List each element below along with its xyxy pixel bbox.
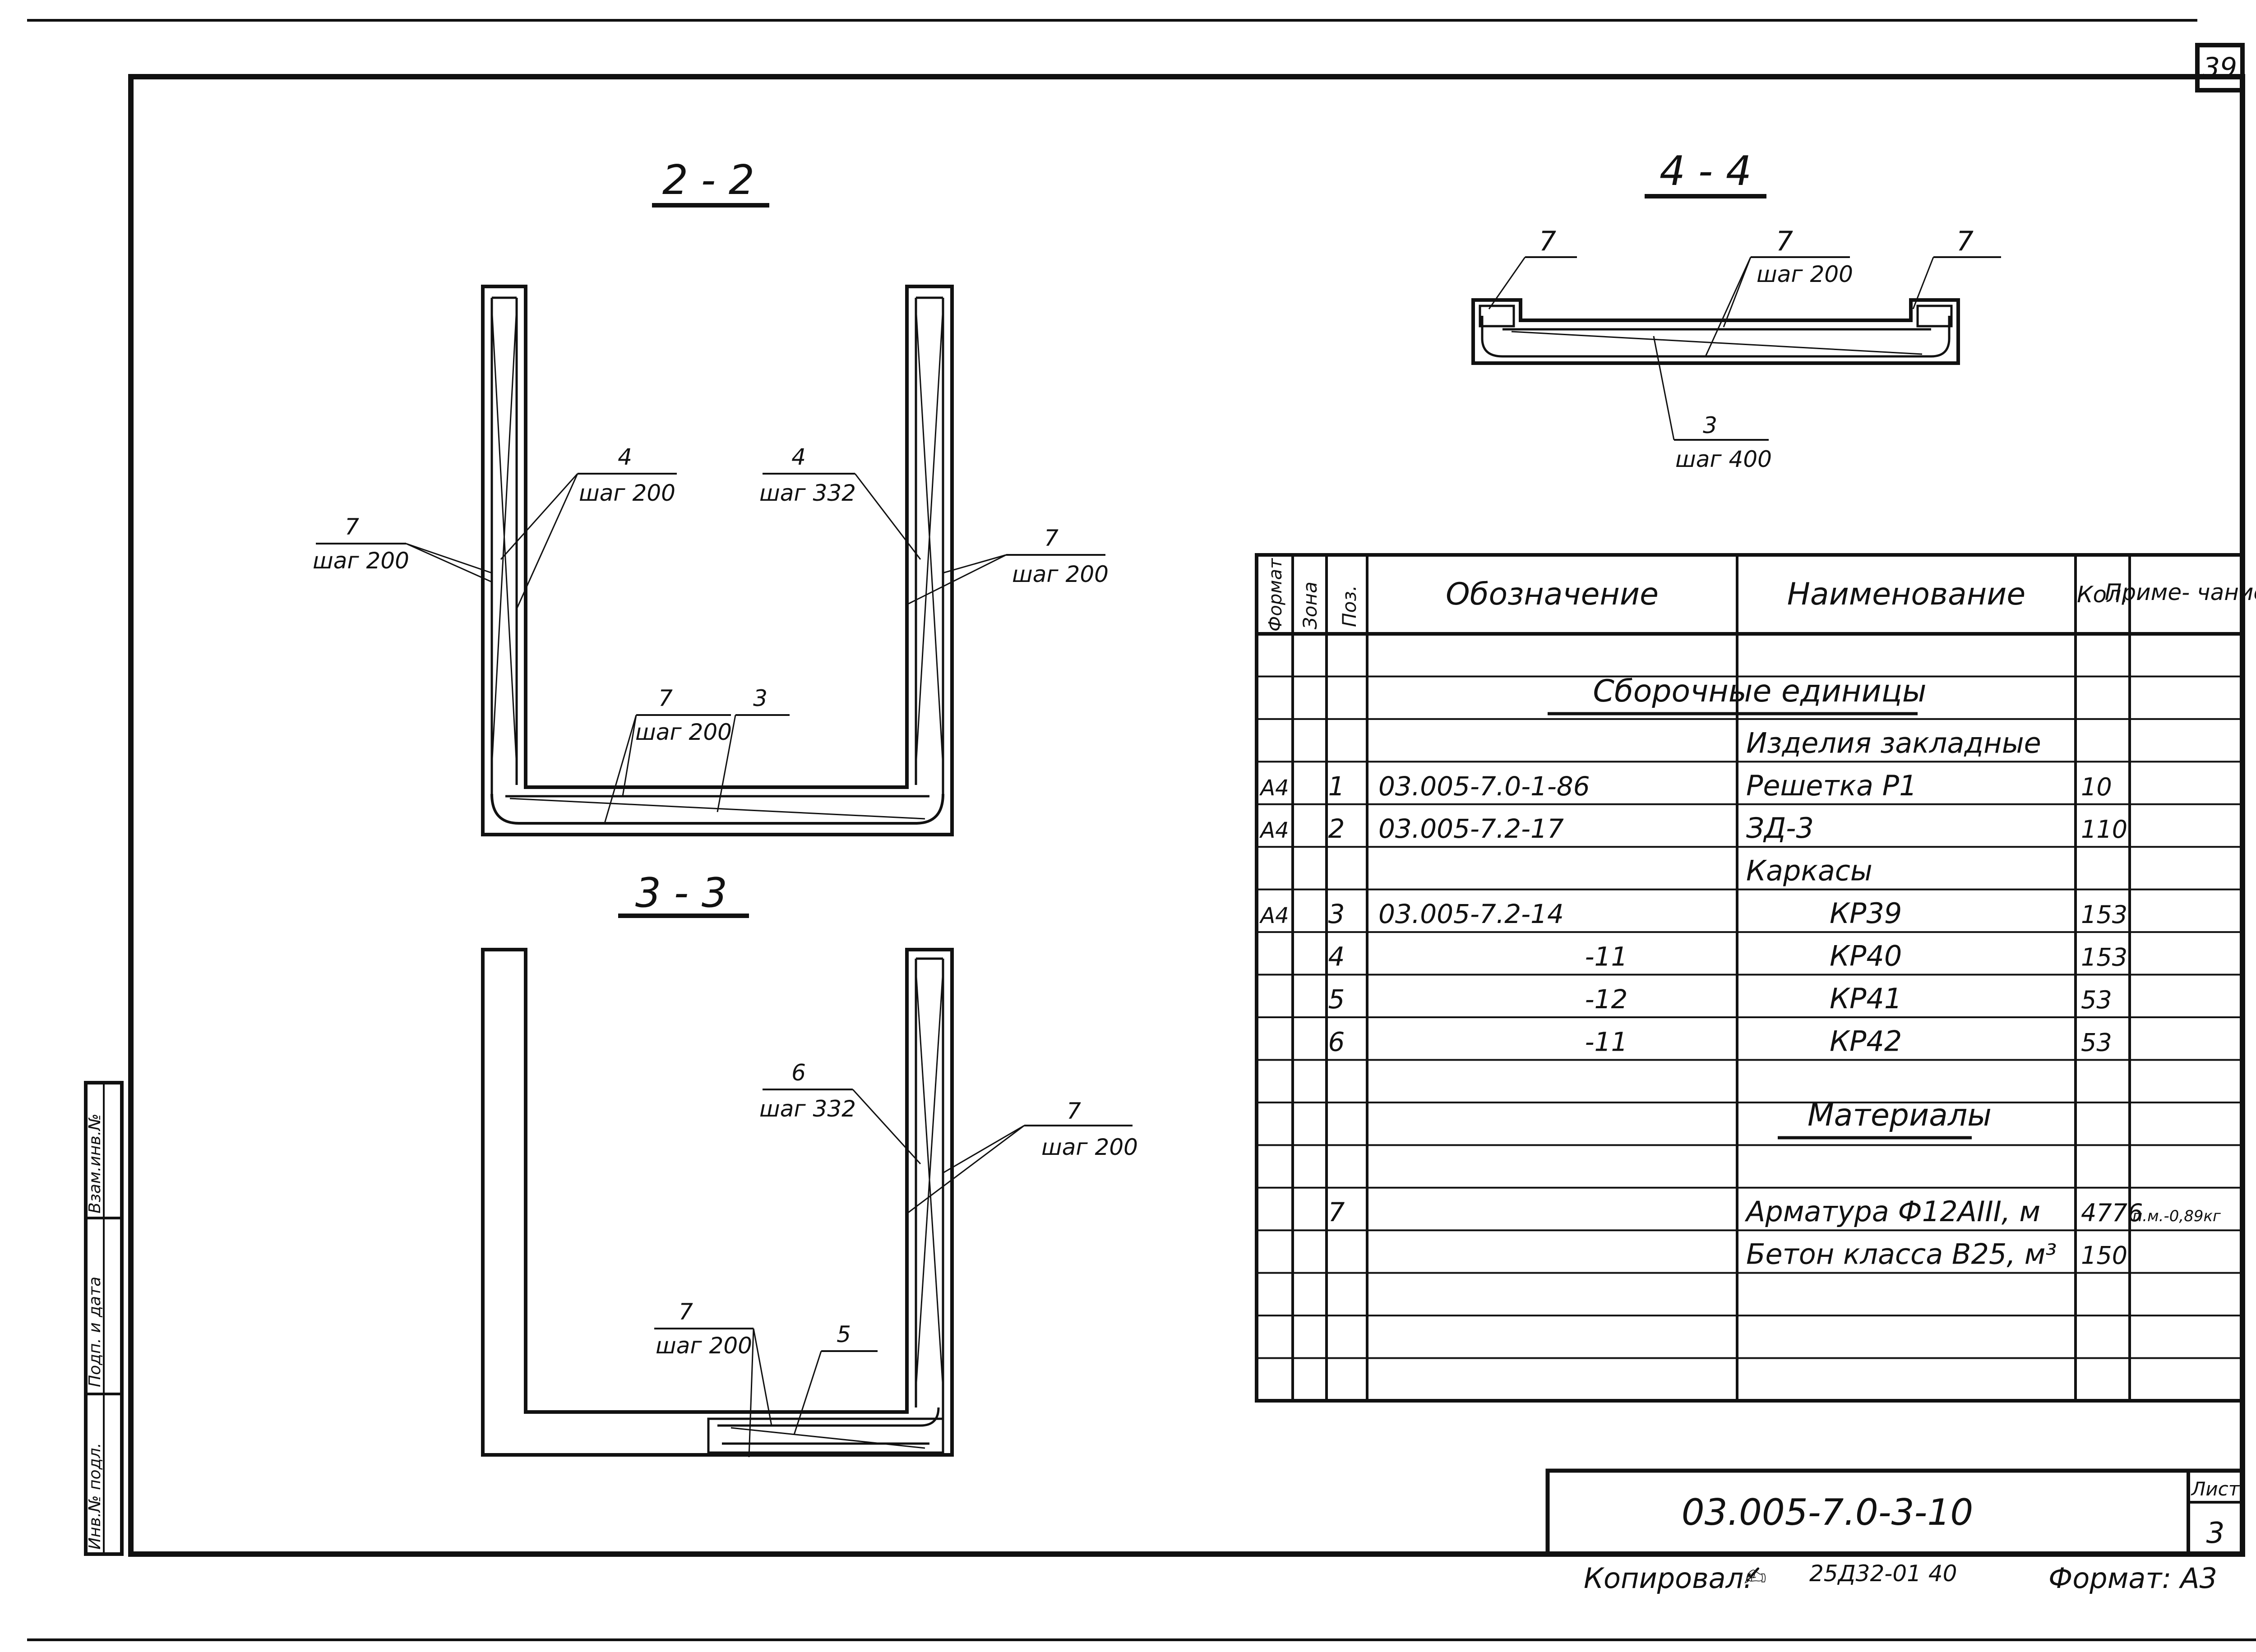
table-cell-name: Изделия закладные (1746, 726, 2041, 759)
s22-label-7a-pos: 7 (345, 514, 359, 540)
group-title-assemblies: Сборочные единицы (1593, 674, 1926, 709)
s33-label-7b-pos: 7 (679, 1299, 693, 1325)
table-cell-qty: 110 (2081, 815, 2127, 844)
s44-label-3-pos: 3 (1703, 412, 1717, 438)
table-cell-name: КР41 (1830, 982, 1902, 1015)
table-cell-qty: 10 (2081, 773, 2112, 801)
side-stamp: Взам.инв.№ Подп. и дата Инв.№ подл. (84, 1081, 124, 1556)
s33-label-7b-step: шаг 200 (656, 1333, 752, 1359)
stamp-inv-podl: Инв.№ подл. (86, 1443, 104, 1550)
table-cell-pos: 1 (1328, 771, 1345, 802)
table-cell-qty: 53 (2081, 986, 2112, 1014)
s44-label-7b-pos: 7 (1776, 226, 1793, 257)
s22-label-7b-pos: 7 (1044, 525, 1059, 551)
stamp-vzam-inv: Взам.инв.№ (86, 1113, 104, 1214)
section-2-2-outline (481, 285, 954, 836)
s22-label-7a-step: шаг 200 (313, 548, 409, 574)
format-label: Формат: А3 (2048, 1562, 2217, 1595)
table-cell-pos: 2 (1328, 813, 1345, 844)
s22-label-4a-step: шаг 200 (579, 480, 675, 506)
document-code: 03.005-7.0-3-10 (1682, 1491, 1973, 1533)
table-cell-name: Арматура Ф12АIII, м (1744, 1195, 2040, 1228)
s22-label-7c-step: шаг 200 (635, 719, 732, 745)
s22-label-4b-pos: 4 (791, 444, 806, 470)
table-cell-designation: 03.005-7.2-17 (1378, 813, 1564, 844)
table-cell-pos: 3 (1328, 899, 1345, 929)
s22-label-7c-pos: 7 (658, 685, 673, 711)
section-2-2-title: 2 - 2 (662, 157, 754, 204)
table-cell-qty: 153 (2081, 900, 2127, 929)
s44-label-3-step: шаг 400 (1675, 446, 1772, 472)
table-cell-qty: 53 (2081, 1028, 2112, 1057)
section-4-4-outline (1471, 298, 1960, 365)
copied-signature-icon: ✍ (1744, 1561, 1766, 1592)
table-cell-pos: 5 (1328, 984, 1345, 1015)
table-cell-qty: 4776 (2081, 1199, 2143, 1227)
table-cell-designation: -12 (1585, 984, 1628, 1015)
table-cell-pos: 4 (1328, 941, 1345, 972)
table-cell-pos: 7 (1328, 1197, 1345, 1227)
footer: Копировал: ✍ 25Д32-01 40 Формат: А3 (1584, 1560, 2217, 1595)
table-cell-name: Решетка Р1 (1746, 769, 1917, 802)
sheet-label: Лист (2191, 1478, 2240, 1500)
s44-label-7a-pos: 7 (1539, 226, 1556, 257)
sheet-number: 3 (2206, 1517, 2225, 1550)
header-pos: Поз. (1338, 585, 1360, 627)
s22-label-4b-step: шаг 332 (759, 480, 856, 506)
spec-table: Формат Зона Поз. Обозначение Наименовани… (1255, 553, 2256, 1403)
s22-label-4a-pos: 4 (618, 444, 632, 470)
header-qty: Кол. (2077, 581, 2128, 608)
title-block: Лист 3 03.005-7.0-3-10 (1545, 1468, 2245, 1556)
s22-label-3-pos: 3 (753, 685, 767, 711)
header-designation: Обозначение (1446, 577, 1659, 612)
table-cell-designation: 03.005-7.2-14 (1378, 899, 1564, 929)
table-cell-name: Бетон класса В25, м³ (1746, 1238, 2057, 1271)
header-name: Наименование (1787, 577, 2025, 612)
table-cell-name: КР42 (1830, 1024, 1902, 1057)
section-4-4-title: 4 - 4 (1660, 148, 1752, 195)
section-3-3-outline (481, 948, 954, 1457)
s33-label-7a-pos: 7 (1067, 1098, 1081, 1124)
s33-label-6-step: шаг 332 (759, 1096, 856, 1122)
table-cell-name: КР39 (1830, 897, 1902, 930)
spec-table-border (1255, 553, 2244, 1403)
section-3-3: 3 - 3 6 шаг 332 7 шаг 200 7 шаг 200 5 (481, 869, 1138, 1458)
copied-label: Копировал: (1584, 1562, 1753, 1595)
table-cell-designation: 03.005-7.0-1-86 (1378, 771, 1590, 802)
s33-label-6-pos: 6 (791, 1060, 806, 1086)
s44-label-7b-step: шаг 200 (1757, 261, 1853, 287)
table-cell-qty: 153 (2081, 943, 2127, 972)
table-cell-name: КР40 (1830, 940, 1902, 973)
table-cell-note: п.м.-0,89кг (2132, 1207, 2221, 1225)
stamp-podp-data: Подп. и дата (86, 1277, 104, 1387)
section-4-4: 4 - 4 7 7 шаг 200 7 3 шаг 400 (1471, 148, 2001, 472)
table-cell-format: А4 (1259, 775, 1289, 801)
table-cell-designation: -11 (1585, 941, 1628, 972)
sheet-number-corner: 39 (2203, 52, 2237, 83)
header-zone: Зона (1299, 581, 1321, 629)
table-cell-qty: 150 (2081, 1241, 2127, 1270)
table-cell-format: А4 (1259, 818, 1289, 843)
header-note: Приме- чание (2105, 579, 2256, 605)
header-format: Формат (1265, 558, 1286, 632)
section-2-2: 2 - 2 4 шаг 200 4 шаг 332 7 шаг (313, 157, 1109, 836)
s33-label-5-pos: 5 (837, 1321, 851, 1347)
s44-label-7c-pos: 7 (1956, 226, 1974, 257)
s22-label-7b-step: шаг 200 (1012, 561, 1109, 587)
s33-label-7a-step: шаг 200 (1041, 1134, 1138, 1160)
table-cell-format: А4 (1259, 903, 1289, 928)
table-cell-designation: -11 (1585, 1026, 1628, 1057)
sheet-number-corner-box (2195, 43, 2245, 92)
section-3-3-title: 3 - 3 (635, 869, 727, 917)
group-title-materials: Материалы (1808, 1098, 1992, 1133)
copied-value: 25Д32-01 40 (1809, 1560, 1957, 1587)
table-cell-pos: 6 (1328, 1026, 1345, 1057)
table-cell-name: ЗД-3 (1746, 812, 1814, 844)
table-cell-name: Каркасы (1746, 854, 1872, 887)
